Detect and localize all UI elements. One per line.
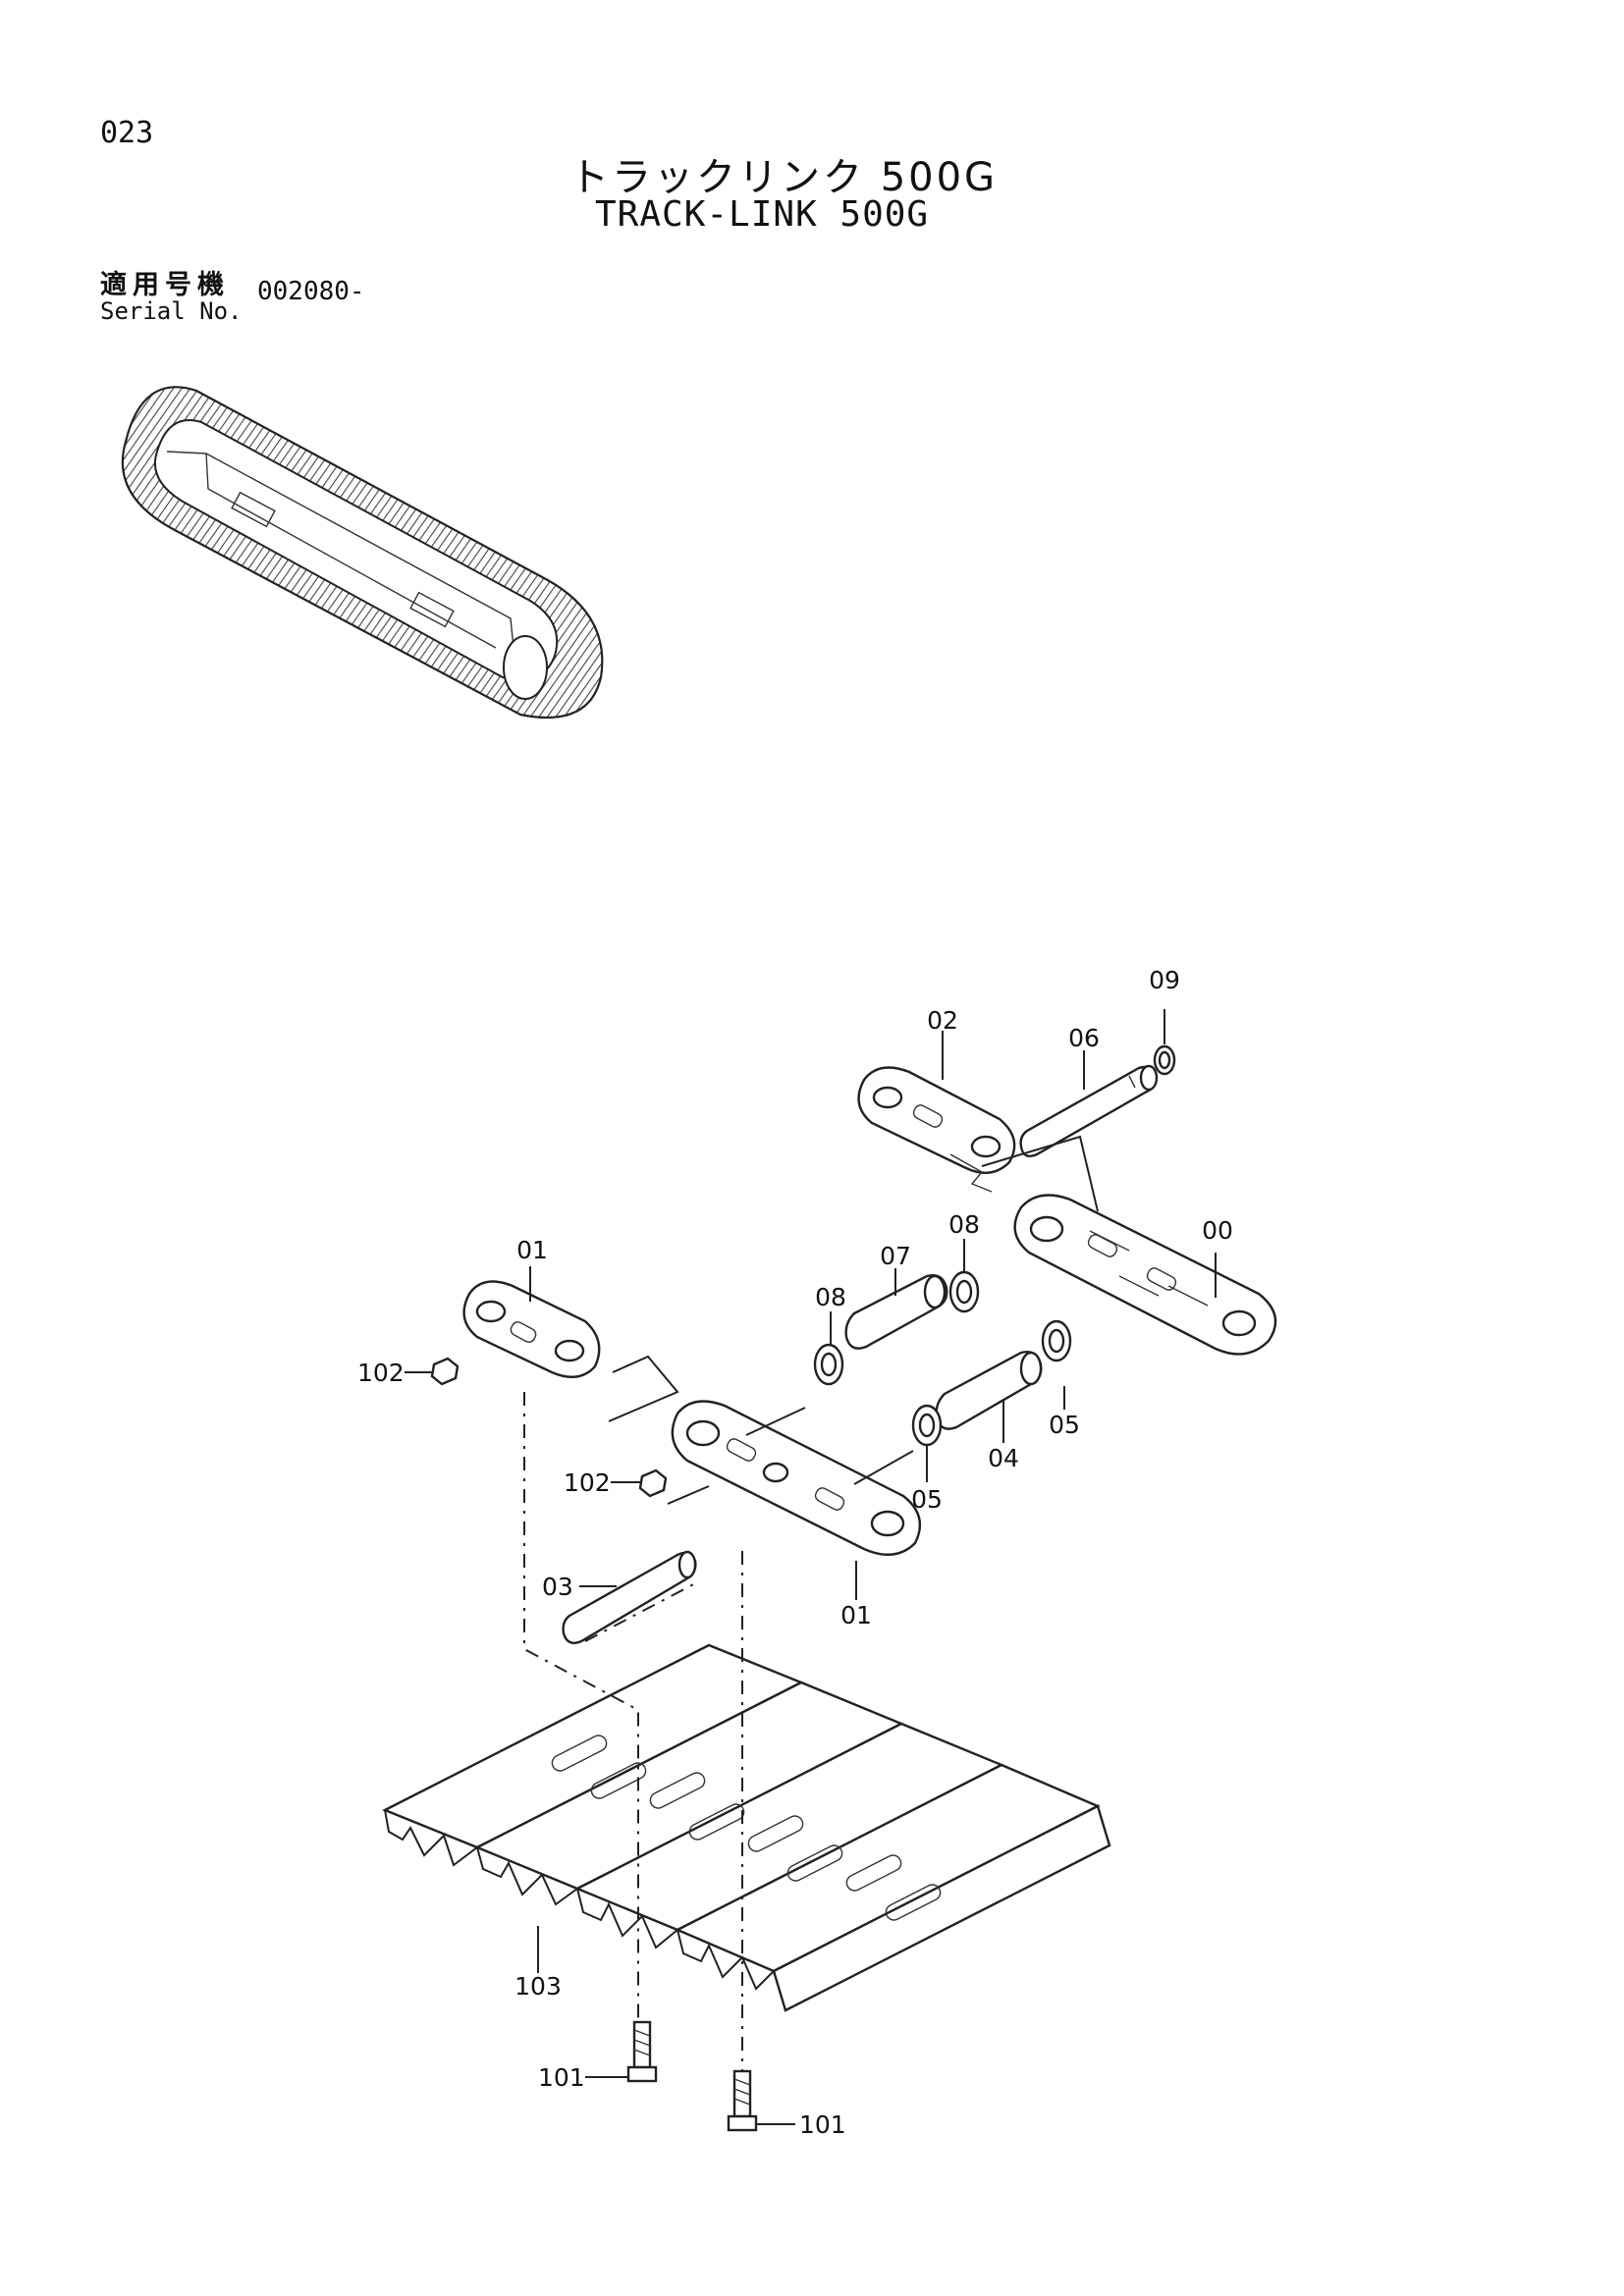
callout-01-upper: 01 (516, 1236, 548, 1264)
snap-ring-09 (1153, 1044, 1176, 1076)
callout-00: 00 (1202, 1216, 1233, 1245)
track-link-01-center (671, 1400, 922, 1556)
callout-06: 06 (1068, 1024, 1100, 1052)
seal-05-left (911, 1404, 943, 1447)
callout-08-right: 08 (948, 1210, 980, 1239)
track-shoe-plates (382, 1643, 1111, 2012)
seal-08-left (813, 1343, 844, 1386)
page-title-english: TRACK-LINK 500G (595, 194, 930, 235)
serial-label-japanese: 適用号機 (100, 270, 230, 300)
callout-01-lower: 01 (840, 1601, 872, 1629)
track-pin-06 (1019, 1064, 1159, 1157)
serial-label-english: Serial No. (100, 297, 243, 325)
callout-02: 02 (927, 1006, 958, 1035)
callout-05-left: 05 (911, 1485, 943, 1514)
seal-05-right (1041, 1319, 1072, 1362)
callout-103: 103 (514, 1972, 562, 2001)
page-number: 023 (100, 116, 154, 150)
bushing-04 (935, 1351, 1043, 1430)
track-link-00 (1013, 1194, 1277, 1356)
callout-102-left: 102 (357, 1359, 405, 1387)
track-overview-illustration (121, 386, 604, 720)
nut-102-left (430, 1357, 460, 1386)
bolt-101-right (727, 2069, 758, 2132)
bolt-101-left (626, 2020, 658, 2083)
seal-08-right (948, 1270, 980, 1313)
callout-03: 03 (542, 1573, 573, 1601)
callout-08-left: 08 (815, 1283, 846, 1311)
nut-102-center (638, 1468, 668, 1498)
callout-05-right: 05 (1049, 1411, 1080, 1439)
track-pin-03 (562, 1550, 697, 1644)
callout-07: 07 (880, 1242, 911, 1270)
track-link-01-left (462, 1280, 601, 1378)
callout-101-right: 101 (799, 2110, 846, 2139)
callout-102-center: 102 (564, 1468, 611, 1497)
page-title-japanese: トラックリンク 500G (569, 155, 999, 200)
bushing-07 (844, 1274, 948, 1350)
callout-labels: 09 02 06 00 08 07 01 08 05 04 05 01 102 … (357, 966, 1233, 2139)
callout-09: 09 (1149, 966, 1180, 994)
callout-101-left: 101 (538, 2063, 585, 2092)
track-link-02 (857, 1066, 1016, 1193)
serial-number-value: 002080- (257, 277, 365, 306)
assembly-reference-lines (523, 1135, 1099, 2071)
callout-leader-lines (405, 1009, 1217, 2125)
callout-04: 04 (988, 1444, 1019, 1472)
